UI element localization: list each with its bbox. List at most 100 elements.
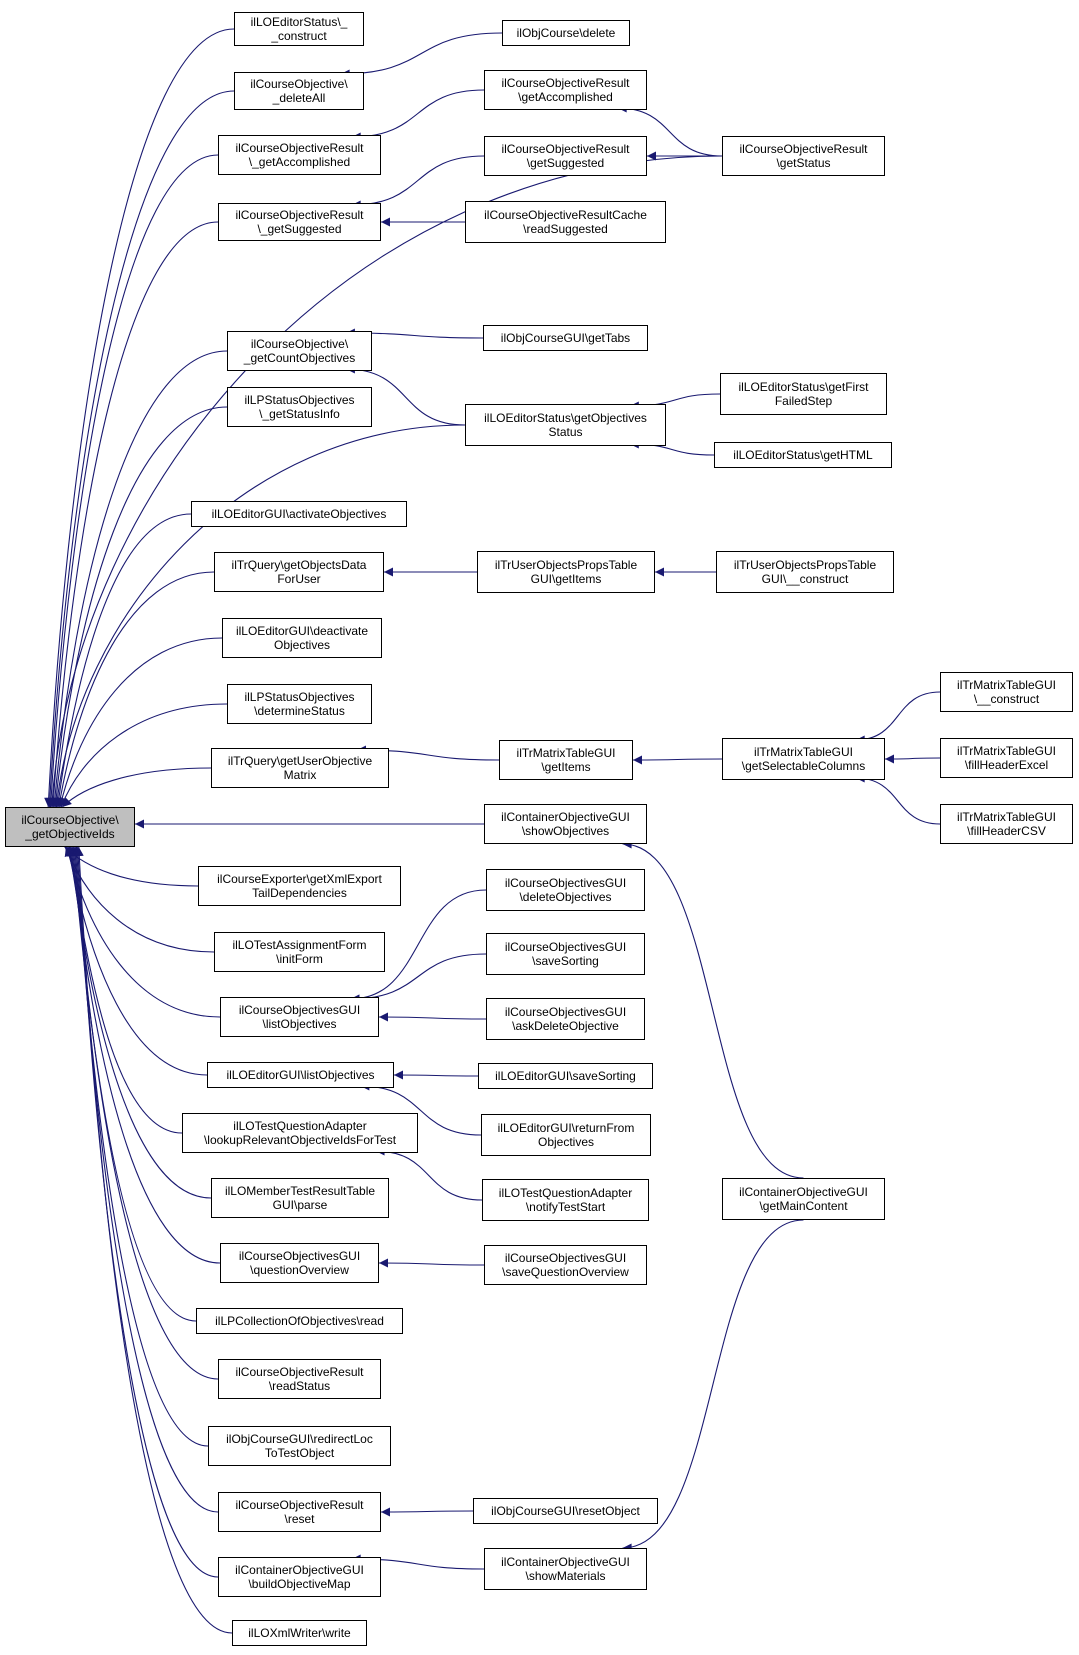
edge-courseobjectivesgui-questionoverview-to-root — [68, 846, 221, 1264]
node-containerobjectivegui-getmaincontent[interactable]: ilContainerObjectiveGUI\getMainContent — [722, 1178, 885, 1220]
node-label: ilCourseObjectiveResult — [235, 141, 364, 155]
node-root: ilCourseObjective\_getObjectiveIds — [5, 807, 135, 847]
node-trmatrixtablegui-getselectablecolumns[interactable]: ilTrMatrixTableGUI\getSelectableColumns — [722, 738, 885, 780]
node-objcoursegui-resetobject[interactable]: ilObjCourseGUI\resetObject — [473, 1498, 658, 1524]
node-label: GUI\__construct — [761, 572, 849, 586]
edge-trmatrixtablegui-fillheadercsv-to-trmatrixtablegui-getselectablecolumns — [855, 773, 941, 825]
node-containerobjectivegui-buildobjectivemap[interactable]: ilContainerObjectiveGUI\buildObjectiveMa… — [218, 1557, 381, 1597]
node-trmatrixtablegui-construct[interactable]: ilTrMatrixTableGUI\__construct — [940, 672, 1073, 712]
node-label: ilCourseObjectiveResult — [235, 208, 364, 222]
node-label: ilCourseObjective\ — [250, 337, 349, 351]
node-loeditorgui-savesorting[interactable]: ilLOEditorGUI\saveSorting — [478, 1063, 653, 1089]
node-courseobjectivesgui-listobjectives[interactable]: ilCourseObjectivesGUI\listObjectives — [220, 997, 379, 1037]
node-lpcollectionofobjectives-read[interactable]: ilLPCollectionOfObjectives\read — [196, 1308, 403, 1334]
node-lpstatusobjectives-determinestatus[interactable]: ilLPStatusObjectives\determineStatus — [227, 684, 372, 724]
node-courseobjectivesgui-deleteobjectives[interactable]: ilCourseObjectivesGUI\deleteObjectives — [486, 869, 645, 911]
node-courseobjective-getcountobjectives[interactable]: ilCourseObjective\_getCountObjectives — [227, 331, 372, 371]
node-courseobjectiveresultcache-readsuggested[interactable]: ilCourseObjectiveResultCache\readSuggest… — [465, 201, 666, 243]
node-courseobjectiveresult-getstatus[interactable]: ilCourseObjectiveResult\getStatus — [722, 136, 885, 176]
node-courseobjectiveresult-getaccomplished[interactable]: ilCourseObjectiveResult\_getAccomplished — [218, 135, 381, 175]
node-label: ForUser — [277, 572, 321, 586]
node-trmatrixtablegui-getitems[interactable]: ilTrMatrixTableGUI\getItems — [499, 740, 633, 780]
node-objcoursegui-gettabs[interactable]: ilObjCourseGUI\getTabs — [483, 325, 648, 351]
edge-containerobjectivegui-getmaincontent-to-containerobjectivegui-showmaterials — [622, 1219, 804, 1553]
node-lotestquestionadapter-notifyteststart[interactable]: ilLOTestQuestionAdapter\notifyTestStart — [482, 1179, 649, 1221]
node-label: \showObjectives — [521, 824, 610, 838]
node-trmatrixtablegui-fillheaderexcel[interactable]: ilTrMatrixTableGUI\fillHeaderExcel — [940, 738, 1073, 778]
node-containerobjectivegui-showmaterials[interactable]: ilContainerObjectiveGUI\showMaterials — [484, 1548, 647, 1590]
node-label: \readStatus — [268, 1379, 331, 1393]
node-label: \deleteObjectives — [519, 890, 612, 904]
node-label: \_getStatusInfo — [259, 407, 340, 421]
edge-trmatrixtablegui-getselectablecolumns-to-trmatrixtablegui-getitems — [632, 755, 723, 765]
node-label: ilLOEditorStatus\getObjectives — [484, 411, 647, 425]
edge-objcoursegui-resetobject-to-courseobjectiveresult-reset — [380, 1507, 474, 1517]
node-courseobjectiveresult-getaccomplished2[interactable]: ilCourseObjectiveResult\getAccomplished — [484, 70, 647, 110]
node-loeditorstatus-gethtml[interactable]: ilLOEditorStatus\getHTML — [714, 442, 892, 468]
node-courseobjectivesgui-askdeleteobjective[interactable]: ilCourseObjectivesGUI\askDeleteObjective — [486, 998, 645, 1040]
edge-loeditorgui-savesorting-to-loeditorgui-listobjectives — [393, 1070, 479, 1080]
edge-objcourse-delete-to-courseobjective-deleteall — [340, 32, 503, 79]
node-courseobjectiveresult-getsuggested[interactable]: ilCourseObjectiveResult\_getSuggested — [218, 203, 381, 241]
node-label: \_getAccomplished — [248, 155, 351, 169]
edge-loeditorgui-deactivateobjectives-to-root — [57, 637, 223, 808]
node-label: ilTrMatrixTableGUI — [957, 744, 1056, 758]
node-label: GUI\parse — [272, 1198, 328, 1212]
node-courseobjectivesgui-savesorting[interactable]: ilCourseObjectivesGUI\saveSorting — [486, 933, 645, 975]
node-courseobjectiveresult-getsuggested2[interactable]: ilCourseObjectiveResult\getSuggested — [484, 136, 647, 176]
node-trmatrixtablegui-fillheadercsv[interactable]: ilTrMatrixTableGUI\fillHeaderCSV — [940, 804, 1073, 844]
node-courseobjectiveresult-readstatus[interactable]: ilCourseObjectiveResult\readStatus — [218, 1359, 381, 1399]
edge-loeditorgui-returnfromobjectives-to-loeditorgui-listobjectives — [360, 1081, 482, 1136]
node-courseobjectivesgui-savequestionoverview[interactable]: ilCourseObjectivesGUI\saveQuestionOvervi… — [484, 1245, 647, 1285]
node-label: _deleteAll — [272, 91, 326, 105]
node-loxmlwriter-write[interactable]: ilLOXmlWriter\write — [232, 1620, 367, 1646]
node-label: ilLOEditorStatus\getHTML — [733, 448, 873, 462]
node-label: TailDependencies — [252, 886, 347, 900]
edge-lotestquestionadapter-notifyteststart-to-lotestquestionadapter-lookup — [375, 1146, 483, 1201]
node-label: _getObjectiveIds — [25, 827, 115, 841]
node-label: ilObjCourseGUI\getTabs — [500, 331, 631, 345]
node-loeditorgui-activateobjectives[interactable]: ilLOEditorGUI\activateObjectives — [191, 501, 407, 527]
node-label: ilCourseObjective\ — [21, 813, 119, 827]
node-label: \getSuggested — [526, 156, 605, 170]
node-label: \listObjectives — [262, 1017, 337, 1031]
node-courseobjectiveresult-reset[interactable]: ilCourseObjectiveResult\reset — [218, 1492, 381, 1532]
node-label: ilLOTestQuestionAdapter — [233, 1119, 367, 1133]
node-label: ilCourseObjectivesGUI — [504, 876, 627, 890]
node-label: ilContainerObjectiveGUI — [501, 810, 630, 824]
node-label: ilCourseObjectiveResult — [235, 1365, 364, 1379]
edge-courseobjectiveresult-getaccomplished2-to-courseobjectiveresult-getaccomplished — [351, 89, 485, 142]
node-label: ilLPCollectionOfObjectives\read — [215, 1314, 384, 1328]
node-lotestquestionadapter-lookup[interactable]: ilLOTestQuestionAdapter\lookupRelevantOb… — [182, 1113, 418, 1153]
node-loeditorgui-listobjectives[interactable]: ilLOEditorGUI\listObjectives — [207, 1062, 394, 1088]
edge-trmatrixtablegui-fillheaderexcel-to-trmatrixtablegui-getselectablecolumns — [884, 754, 941, 764]
node-label: \getStatus — [776, 156, 831, 170]
edge-containerobjectivegui-buildobjectivemap-to-root — [73, 846, 219, 1578]
node-label: ilLOEditorStatus\getFirst — [738, 380, 869, 394]
edge-trmatrixtablegui-construct-to-trmatrixtablegui-getselectablecolumns — [855, 691, 941, 745]
node-label: ilContainerObjectiveGUI — [739, 1185, 868, 1199]
node-label: ilTrMatrixTableGUI — [754, 745, 853, 759]
node-label: \getMainContent — [759, 1199, 848, 1213]
node-lotestassignmentform-initform[interactable]: ilLOTestAssignmentForm\initForm — [214, 932, 385, 972]
node-label: ilCourseObjectiveResult — [739, 142, 868, 156]
node-courseobjective-deleteall[interactable]: ilCourseObjective\_deleteAll — [234, 72, 364, 110]
node-containerobjectivegui-showobjectives[interactable]: ilContainerObjectiveGUI\showObjectives — [484, 804, 647, 844]
node-courseobjectivesgui-questionoverview[interactable]: ilCourseObjectivesGUI\questionOverview — [220, 1243, 379, 1283]
node-label: \initForm — [276, 952, 323, 966]
node-objcourse-delete[interactable]: ilObjCourse\delete — [502, 20, 630, 46]
node-loeditorstatus-construct[interactable]: ilLOEditorStatus\__construct — [234, 12, 364, 46]
node-lpstatusobjectives-getstatusinfo[interactable]: ilLPStatusObjectives\_getStatusInfo — [227, 387, 372, 427]
